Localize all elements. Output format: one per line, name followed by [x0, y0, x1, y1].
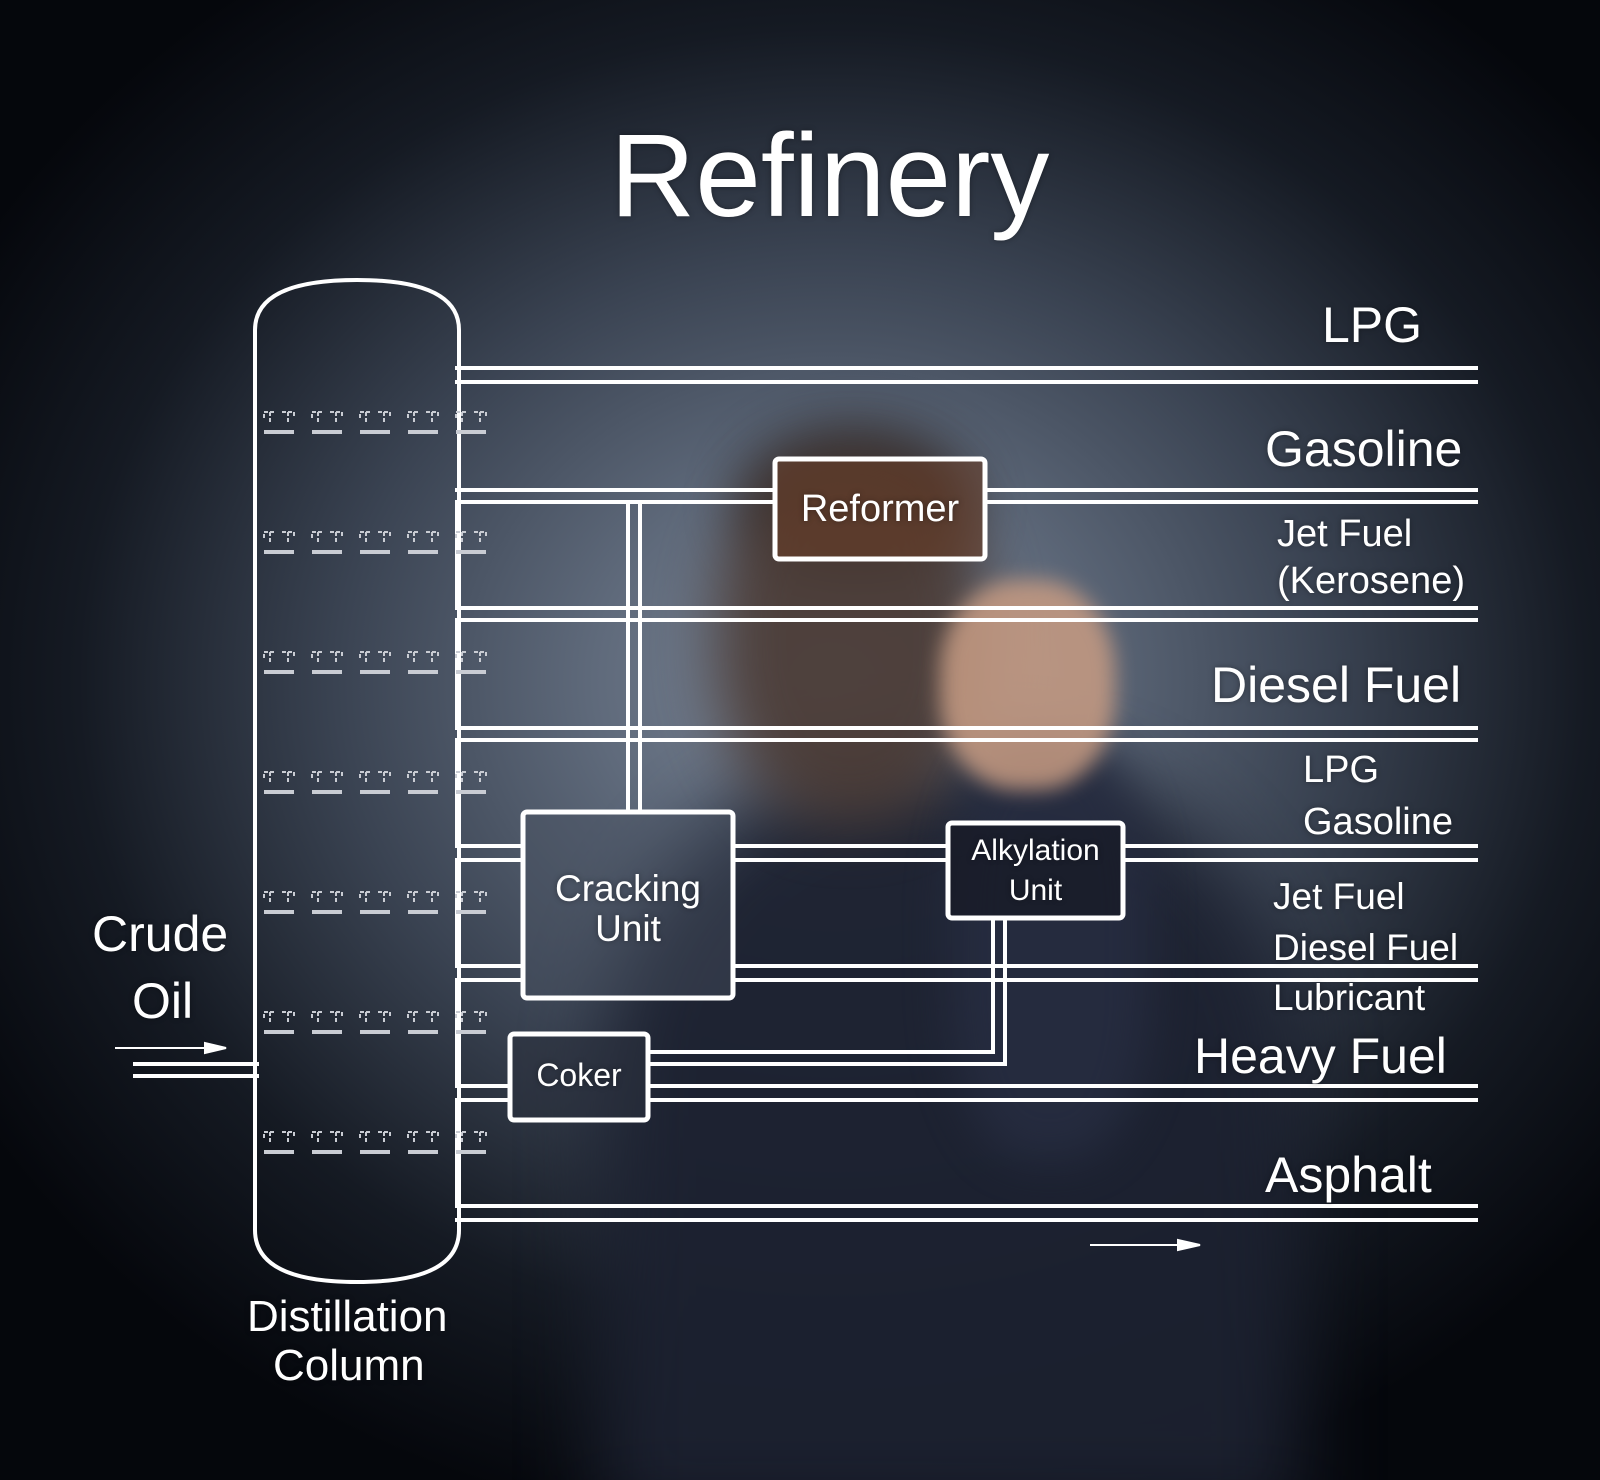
coker-label: Coker: [536, 1057, 622, 1093]
crude-oil-label-line1: Crude: [92, 906, 229, 962]
diagram-title: Refinery: [610, 110, 1050, 242]
product-label-lpg: LPG: [1322, 297, 1423, 353]
person-arm-blur: [950, 740, 1150, 1160]
tray-row: [263, 771, 487, 794]
tray-row: [263, 531, 487, 554]
cracking-unit-label-line1: Cracking: [555, 868, 701, 909]
tray-row: [263, 1011, 487, 1034]
alkylation-unit-label-line2: Unit: [1008, 874, 1063, 907]
column-trays: [263, 411, 487, 1154]
alkylation-unit-label-line1: Alkylation: [971, 834, 1100, 867]
output-arrow-head: [1177, 1238, 1201, 1252]
coker-box: [507, 1031, 651, 1123]
product-label-lpg-2: LPG: [1303, 749, 1380, 791]
tray-row: [263, 411, 487, 434]
cracking-unit-label-line2: Unit: [595, 908, 661, 949]
product-label-asphalt: Asphalt: [1265, 1147, 1432, 1203]
product-label-gasoline-2: Gasoline: [1303, 801, 1453, 843]
product-label-heavy-fuel: Heavy Fuel: [1194, 1028, 1447, 1084]
product-label-kerosene: (Kerosene): [1277, 560, 1465, 602]
flow-arrows: [115, 1041, 1201, 1252]
crude-oil-label-line2: Oil: [132, 973, 194, 1029]
product-label-lubricant: Lubricant: [1273, 977, 1426, 1018]
tray-row: [263, 891, 487, 914]
crude-arrow-head: [204, 1041, 227, 1055]
reformer-box: [772, 456, 988, 562]
alkylation-unit-box: [945, 820, 1126, 921]
product-label-jet-fuel-2: Jet Fuel: [1273, 876, 1405, 917]
column-label-line1: Distillation: [247, 1292, 448, 1341]
tray-row: [263, 651, 487, 674]
tray-row: [263, 1131, 487, 1154]
cracking-unit-box: [520, 809, 736, 1001]
reformer-label: Reformer: [800, 488, 960, 530]
person-hand-blur: [940, 580, 1115, 790]
product-label-diesel-fuel: Diesel Fuel: [1211, 657, 1462, 713]
product-label-gasoline: Gasoline: [1265, 421, 1463, 477]
product-label-jet-fuel: Jet Fuel: [1277, 513, 1413, 555]
distillation-column-shape: [253, 278, 461, 1284]
product-label-diesel-fuel-2: Diesel Fuel: [1273, 927, 1459, 968]
column-label-line2: Column: [273, 1341, 425, 1390]
